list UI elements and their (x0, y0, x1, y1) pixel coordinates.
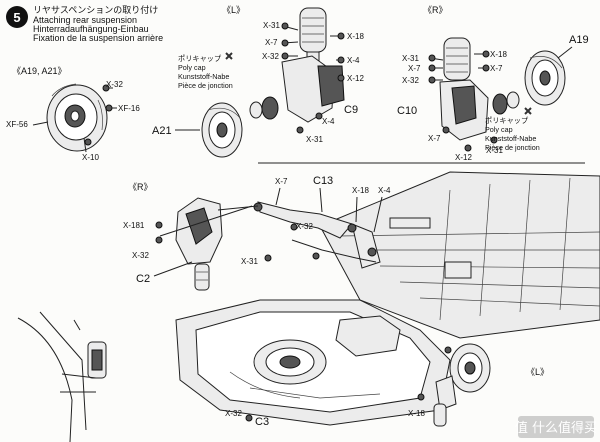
label-c13: C13 (313, 175, 333, 187)
step-title-jp: リヤサスペンションの取り付け (33, 5, 158, 15)
label-x10: X-10 (82, 153, 99, 162)
label-x32-bottom: X-32 (296, 222, 313, 231)
label-c10: C10 (397, 105, 417, 117)
poly-cap-en-left: Poly cap (178, 63, 206, 72)
label-x31-right-bottom: X-31 (486, 146, 503, 155)
side-label-bottom-right: 《R》 (128, 182, 153, 192)
label-c3: C3 (255, 416, 269, 428)
label-x181: X-181 (123, 221, 145, 230)
label-c2: C2 (136, 273, 150, 285)
hub-assembly-small (32, 83, 117, 153)
step-title-fr: Fixation de la suspension arrière (33, 33, 163, 43)
label-x32-right-top: X-32 (402, 76, 419, 85)
label-xf16: XF-16 (118, 104, 140, 113)
step-title-en: Attaching rear suspension (33, 15, 137, 25)
side-label-top-right: 《R》 (423, 5, 448, 15)
hub-a19 (524, 50, 566, 106)
label-x4-bottom: X-4 (378, 186, 391, 195)
label-xf56: XF-56 (6, 120, 28, 129)
label-x31-right-top: X-31 (402, 54, 419, 63)
poly-cap-en-right: Poly cap (485, 125, 513, 134)
watermark: 值 什么值得买 (515, 420, 597, 436)
label-a21: A21 (152, 125, 172, 137)
suspension-left-top (249, 7, 345, 134)
label-x18-left-top: X-18 (347, 32, 364, 41)
label-a19: A19 (569, 34, 589, 46)
step-number-badge (6, 6, 28, 28)
side-label-bottom-left: 《L》 (526, 367, 549, 377)
suspension-right-bottom (155, 197, 259, 291)
poly-cap-note-left: ポリキャップ Poly cap Kunststoff-Nabe Pièce de… (178, 52, 233, 90)
label-x7-left-top: X-7 (265, 38, 278, 47)
label-x18-right-top: X-18 (490, 50, 507, 59)
poly-cap-jp-right: ポリキャップ (485, 116, 529, 125)
label-x18-bottom-left: X-18 (408, 409, 425, 418)
step-number: 5 (13, 10, 20, 25)
label-x4-left-bottom: X-4 (322, 117, 335, 126)
label-x32-left-top: X-32 (262, 52, 279, 61)
hub-left-bottom (417, 343, 491, 427)
poly-cap-fr-right: Pièce de jonction (485, 143, 540, 152)
label-x4-left-top: X-4 (347, 56, 360, 65)
label-x32-right-bottom: X-32 (132, 251, 149, 260)
group-label-a19-a21: 《A19, A21》 (12, 66, 67, 76)
watermark-background (518, 416, 594, 438)
label-x12-left-top: X-12 (347, 74, 364, 83)
poly-cap-note-right: ポリキャップ Poly cap Kunststoff-Nabe Pièce de… (485, 107, 540, 152)
chassis-rear (175, 299, 451, 426)
label-x18-bottom: X-18 (352, 186, 369, 195)
label-x31-bottom: X-31 (241, 257, 258, 266)
wrench-icon (225, 52, 233, 60)
label-x32-small-hub: X-32 (106, 80, 123, 89)
step-title-de: Hinterradaufhängung-Einbau (33, 24, 149, 34)
poly-cap-de-left: Kunststoff-Nabe (178, 72, 229, 81)
hub-a21 (201, 102, 243, 158)
label-x32-c3: X-32 (225, 409, 242, 418)
chassis-floor (319, 171, 600, 339)
poly-cap-fr-left: Pièce de jonction (178, 81, 233, 90)
side-label-top-left: 《L》 (222, 5, 245, 15)
poly-cap-de-right: Kunststoff-Nabe (485, 134, 536, 143)
inset-detail-left (17, 311, 107, 442)
label-x7-bottom: X-7 (275, 177, 288, 186)
label-x31-left-bottom: X-31 (306, 135, 323, 144)
label-x7-right-bottom: X-7 (428, 134, 441, 143)
label-x12-right: X-12 (455, 153, 472, 162)
label-x31-left-top: X-31 (263, 21, 280, 30)
label-c9: C9 (344, 104, 358, 116)
label-x7-right-top-b: X-7 (490, 64, 503, 73)
upper-arm-c13 (253, 201, 381, 269)
label-x7-right-top-a: X-7 (408, 64, 421, 73)
poly-cap-jp-left: ポリキャップ (178, 54, 222, 63)
wrench-icon (524, 107, 532, 115)
suspension-right-top (428, 37, 520, 152)
